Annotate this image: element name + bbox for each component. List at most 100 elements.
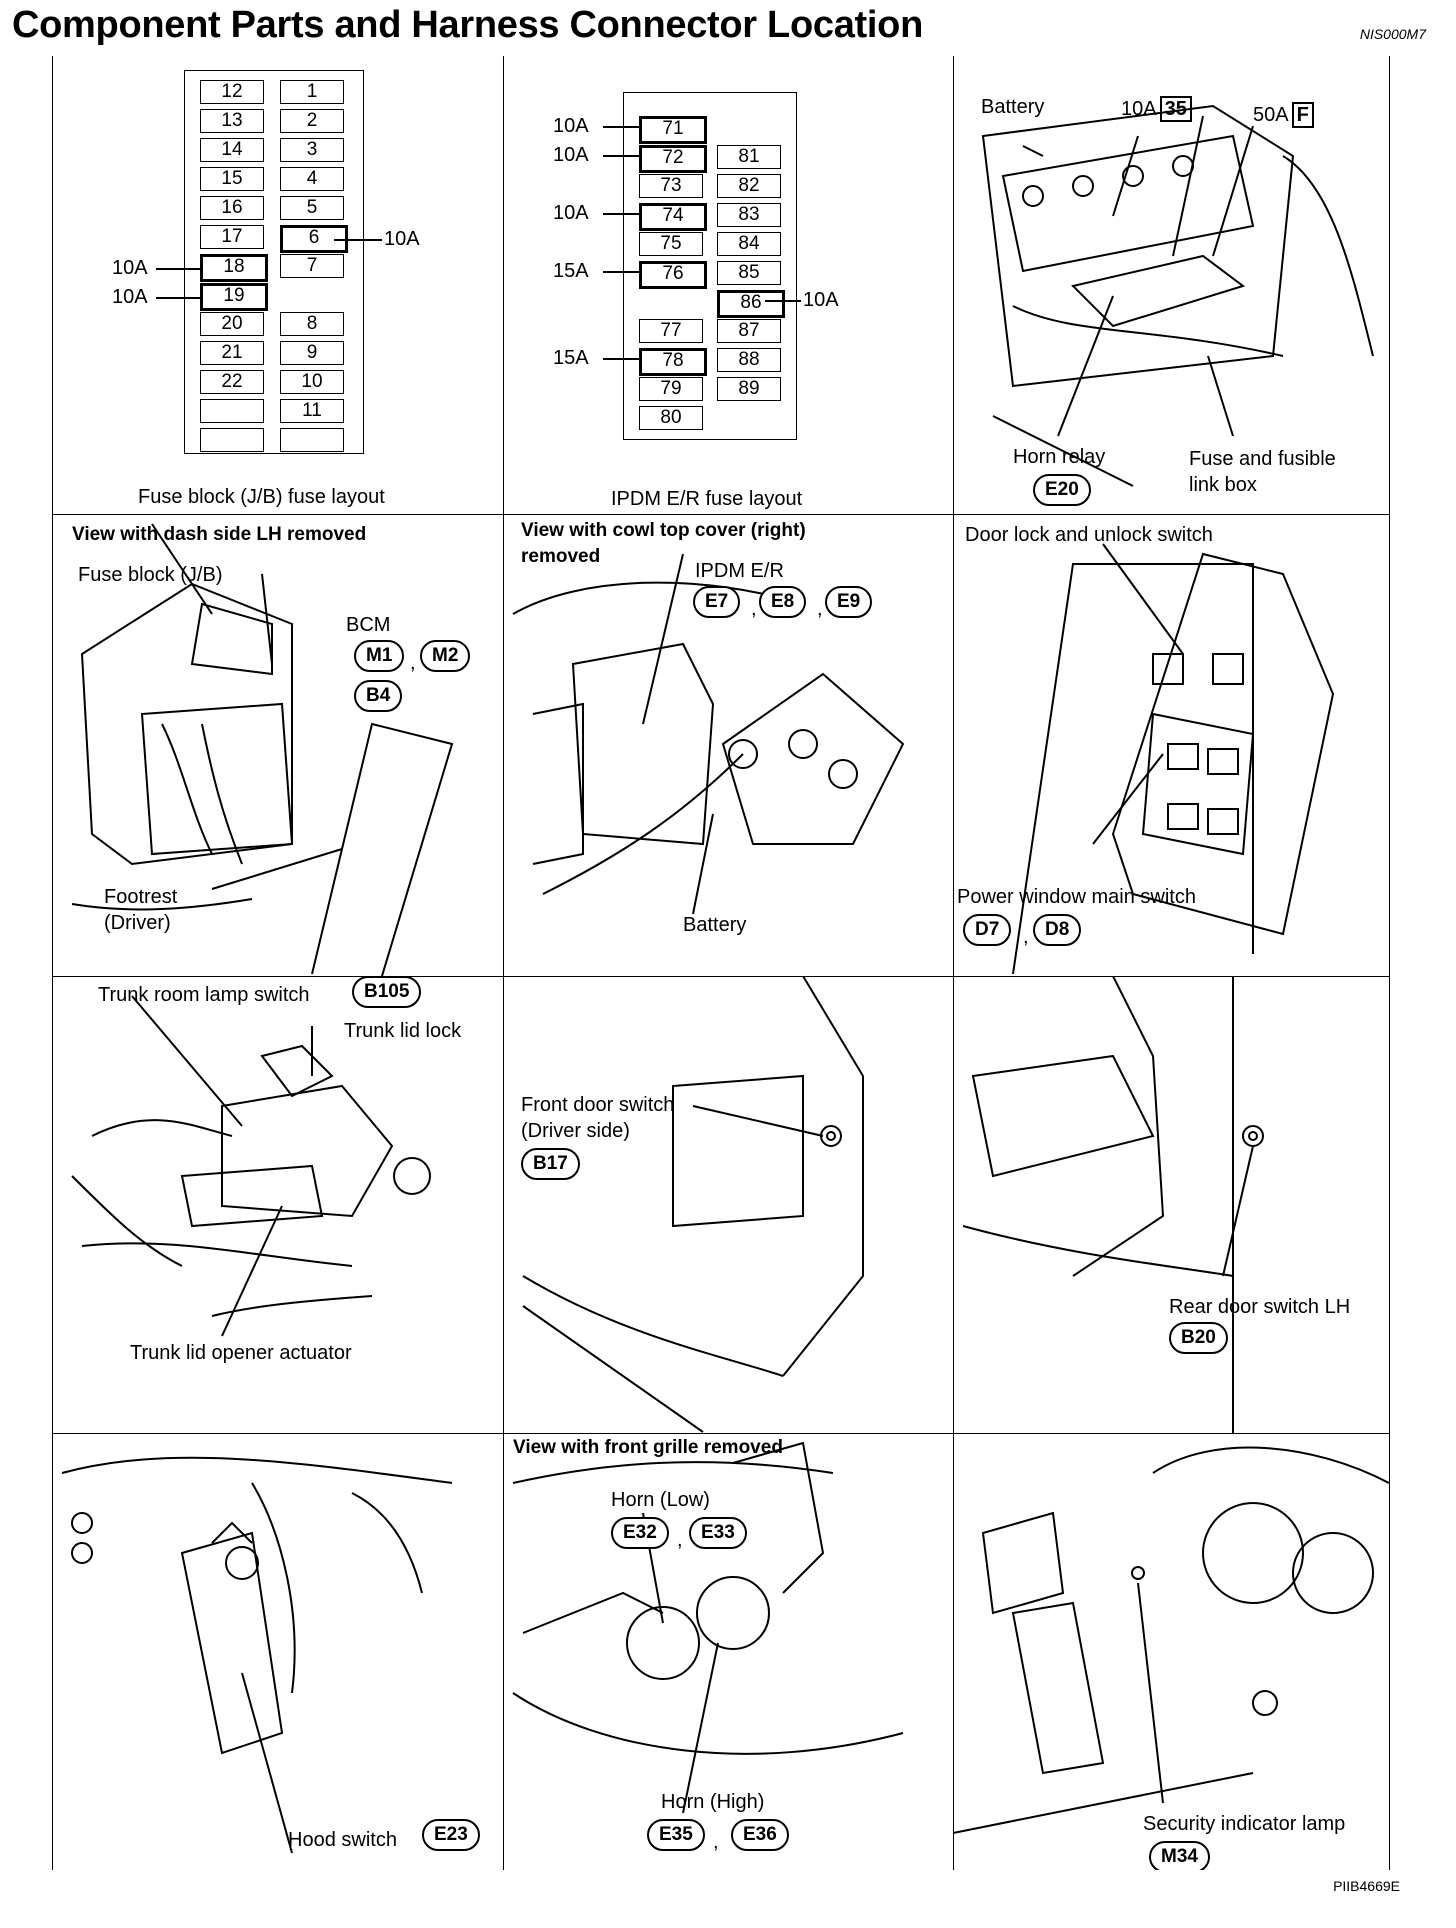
grid-divider-v2 <box>953 56 954 1870</box>
fuse-10: 10 <box>280 370 344 394</box>
trunk-lamp-switch-label: Trunk room lamp switch <box>98 984 310 1006</box>
connector-e35: E35 <box>647 1819 705 1851</box>
fuse-14: 14 <box>200 138 264 162</box>
connector-b17: B17 <box>521 1148 580 1180</box>
connector-e8: E8 <box>759 586 807 618</box>
fuse-empty-slot <box>280 428 344 452</box>
security-lamp-cell: Security indicator lamp M34 <box>953 1433 1389 1870</box>
dash-fuse-block-label: Fuse block (J/B) <box>78 564 223 586</box>
trunk-illustration <box>71 995 431 1337</box>
fuse-15: 15 <box>200 167 264 191</box>
fuse-74: 74 <box>639 203 707 231</box>
cowl-cell-heading-line1: View with cowl top cover (right) <box>521 520 806 541</box>
horn-high-label: Horn (High) <box>661 1791 765 1813</box>
connector-m2: M2 <box>420 640 471 672</box>
fuse-2: 2 <box>280 109 344 133</box>
ipdm-caption: IPDM E/R fuse layout <box>611 488 803 510</box>
fuse-5: 5 <box>280 196 344 220</box>
front-door-illustration <box>522 976 864 1433</box>
engine-bay-illustration <box>981 104 1374 487</box>
fuse-21: 21 <box>200 341 264 365</box>
dashboard-illustration <box>953 1446 1389 1834</box>
connector-separator: , <box>410 652 416 674</box>
connector-e33: E33 <box>689 1517 747 1549</box>
grid-divider-h1 <box>52 514 1390 515</box>
fuse-8: 8 <box>280 312 344 336</box>
horn-illustration <box>512 1441 904 1814</box>
trunk-actuator-label: Trunk lid opener actuator <box>130 1342 352 1364</box>
fuse-71: 71 <box>639 116 707 144</box>
page-title: Component Parts and Harness Connector Lo… <box>12 4 923 46</box>
fuse-20: 20 <box>200 312 264 336</box>
fuse-16: 16 <box>200 196 264 220</box>
connector-e9: E9 <box>825 586 873 618</box>
fuse-89: 89 <box>717 377 781 401</box>
fuse-73: 73 <box>639 174 703 198</box>
reference-code: NIS000M7 <box>1359 26 1426 42</box>
cowl-top-cell: View with cowl top cover (right) removed… <box>503 514 953 976</box>
fuse-13: 13 <box>200 109 264 133</box>
fuse-82: 82 <box>717 174 781 198</box>
fuse-4: 4 <box>280 167 344 191</box>
connector-e36: E36 <box>731 1819 789 1851</box>
connector-separator: , <box>817 598 823 620</box>
grid-divider-h2 <box>52 976 1390 977</box>
connector-d8: D8 <box>1033 914 1082 946</box>
fuse-83: 83 <box>717 203 781 227</box>
fuse-88: 88 <box>717 348 781 372</box>
connector-b105: B105 <box>352 976 422 1008</box>
ipdm-leader-lines <box>603 126 801 360</box>
front-door-switch-label-line2: (Driver side) <box>521 1120 630 1142</box>
hood-switch-cell: Hood switch E23 <box>52 1433 503 1870</box>
grid-border-right <box>1389 56 1390 1870</box>
cowl-illustration <box>512 553 905 915</box>
battery-label: Battery <box>981 96 1045 118</box>
fuse-78-amperage: 15A <box>553 347 589 369</box>
fuse-86-amperage: 10A <box>803 289 839 311</box>
fuse-81: 81 <box>717 145 781 169</box>
rear-door-switch-cell: Rear door switch LH B20 <box>953 976 1389 1433</box>
security-lamp-label: Security indicator lamp <box>1143 1813 1346 1835</box>
fuse-1: 1 <box>280 80 344 104</box>
cowl-battery-label: Battery <box>683 914 747 936</box>
connector-e32: E32 <box>611 1517 669 1549</box>
fuse-85: 85 <box>717 261 781 285</box>
fuse-6-amperage: 10A <box>384 228 420 250</box>
trunk-cell: Trunk room lamp switch B105 Trunk lid lo… <box>52 976 503 1433</box>
fuse-f-amperage: 50A <box>1253 104 1289 126</box>
fuse-72: 72 <box>639 145 707 173</box>
dash-cell-heading: View with dash side LH removed <box>72 524 367 545</box>
fuse-75: 75 <box>639 232 703 256</box>
fuse-80: 80 <box>639 406 703 430</box>
fuse-35-number: 35 <box>1159 96 1192 122</box>
connector-separator: , <box>677 1529 683 1551</box>
fuse-74-amperage: 10A <box>553 202 589 224</box>
fuse-box-label-line1: Fuse and fusible <box>1189 448 1336 470</box>
fuse-f-letter: F <box>1291 102 1314 128</box>
fuse-18-amperage: 10A <box>112 257 148 279</box>
hood-switch-label: Hood switch <box>288 1829 397 1851</box>
fuse-block-leader-lines <box>156 239 382 299</box>
fuse-empty-slot <box>200 428 264 452</box>
trunk-lid-lock-label: Trunk lid lock <box>344 1020 462 1042</box>
fuse-86: 86 <box>717 290 785 318</box>
fuse-19-amperage: 10A <box>112 286 148 308</box>
fuse-76-amperage: 15A <box>553 260 589 282</box>
fuse-77: 77 <box>639 319 703 343</box>
fuse-9: 9 <box>280 341 344 365</box>
connector-m34: M34 <box>1149 1841 1210 1870</box>
front-door-switch-label-line1: Front door switch <box>521 1094 675 1116</box>
grid-divider-v1 <box>503 56 504 1870</box>
bcm-label: BCM <box>346 614 391 636</box>
fuse-7: 7 <box>280 254 344 278</box>
door-lock-switch-label: Door lock and unlock switch <box>965 524 1213 546</box>
fuse-79: 79 <box>639 377 703 401</box>
fuse-block-caption: Fuse block (J/B) fuse layout <box>138 486 385 508</box>
fuse-19: 19 <box>200 283 268 311</box>
rear-door-illustration <box>962 976 1264 1433</box>
connector-m1: M1 <box>354 640 405 672</box>
fuse-11: 11 <box>280 399 344 423</box>
